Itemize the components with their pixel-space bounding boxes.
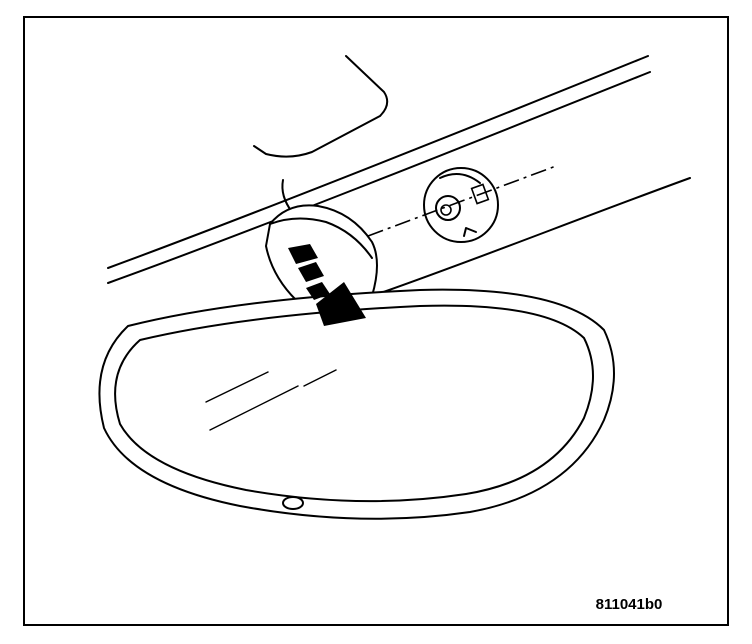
mounting-button — [423, 167, 499, 243]
mirror-wire — [281, 179, 293, 213]
figure-id-label: 811041b0 — [596, 596, 663, 613]
mirror-body — [98, 288, 615, 520]
arrow-icon — [288, 244, 366, 326]
windshield-edge — [107, 55, 691, 297]
overhead-console — [253, 55, 389, 158]
figure-frame — [23, 16, 729, 626]
mirror-mount — [265, 204, 378, 315]
alignment-line — [367, 165, 557, 237]
mirror-sensor-hole — [282, 496, 304, 510]
